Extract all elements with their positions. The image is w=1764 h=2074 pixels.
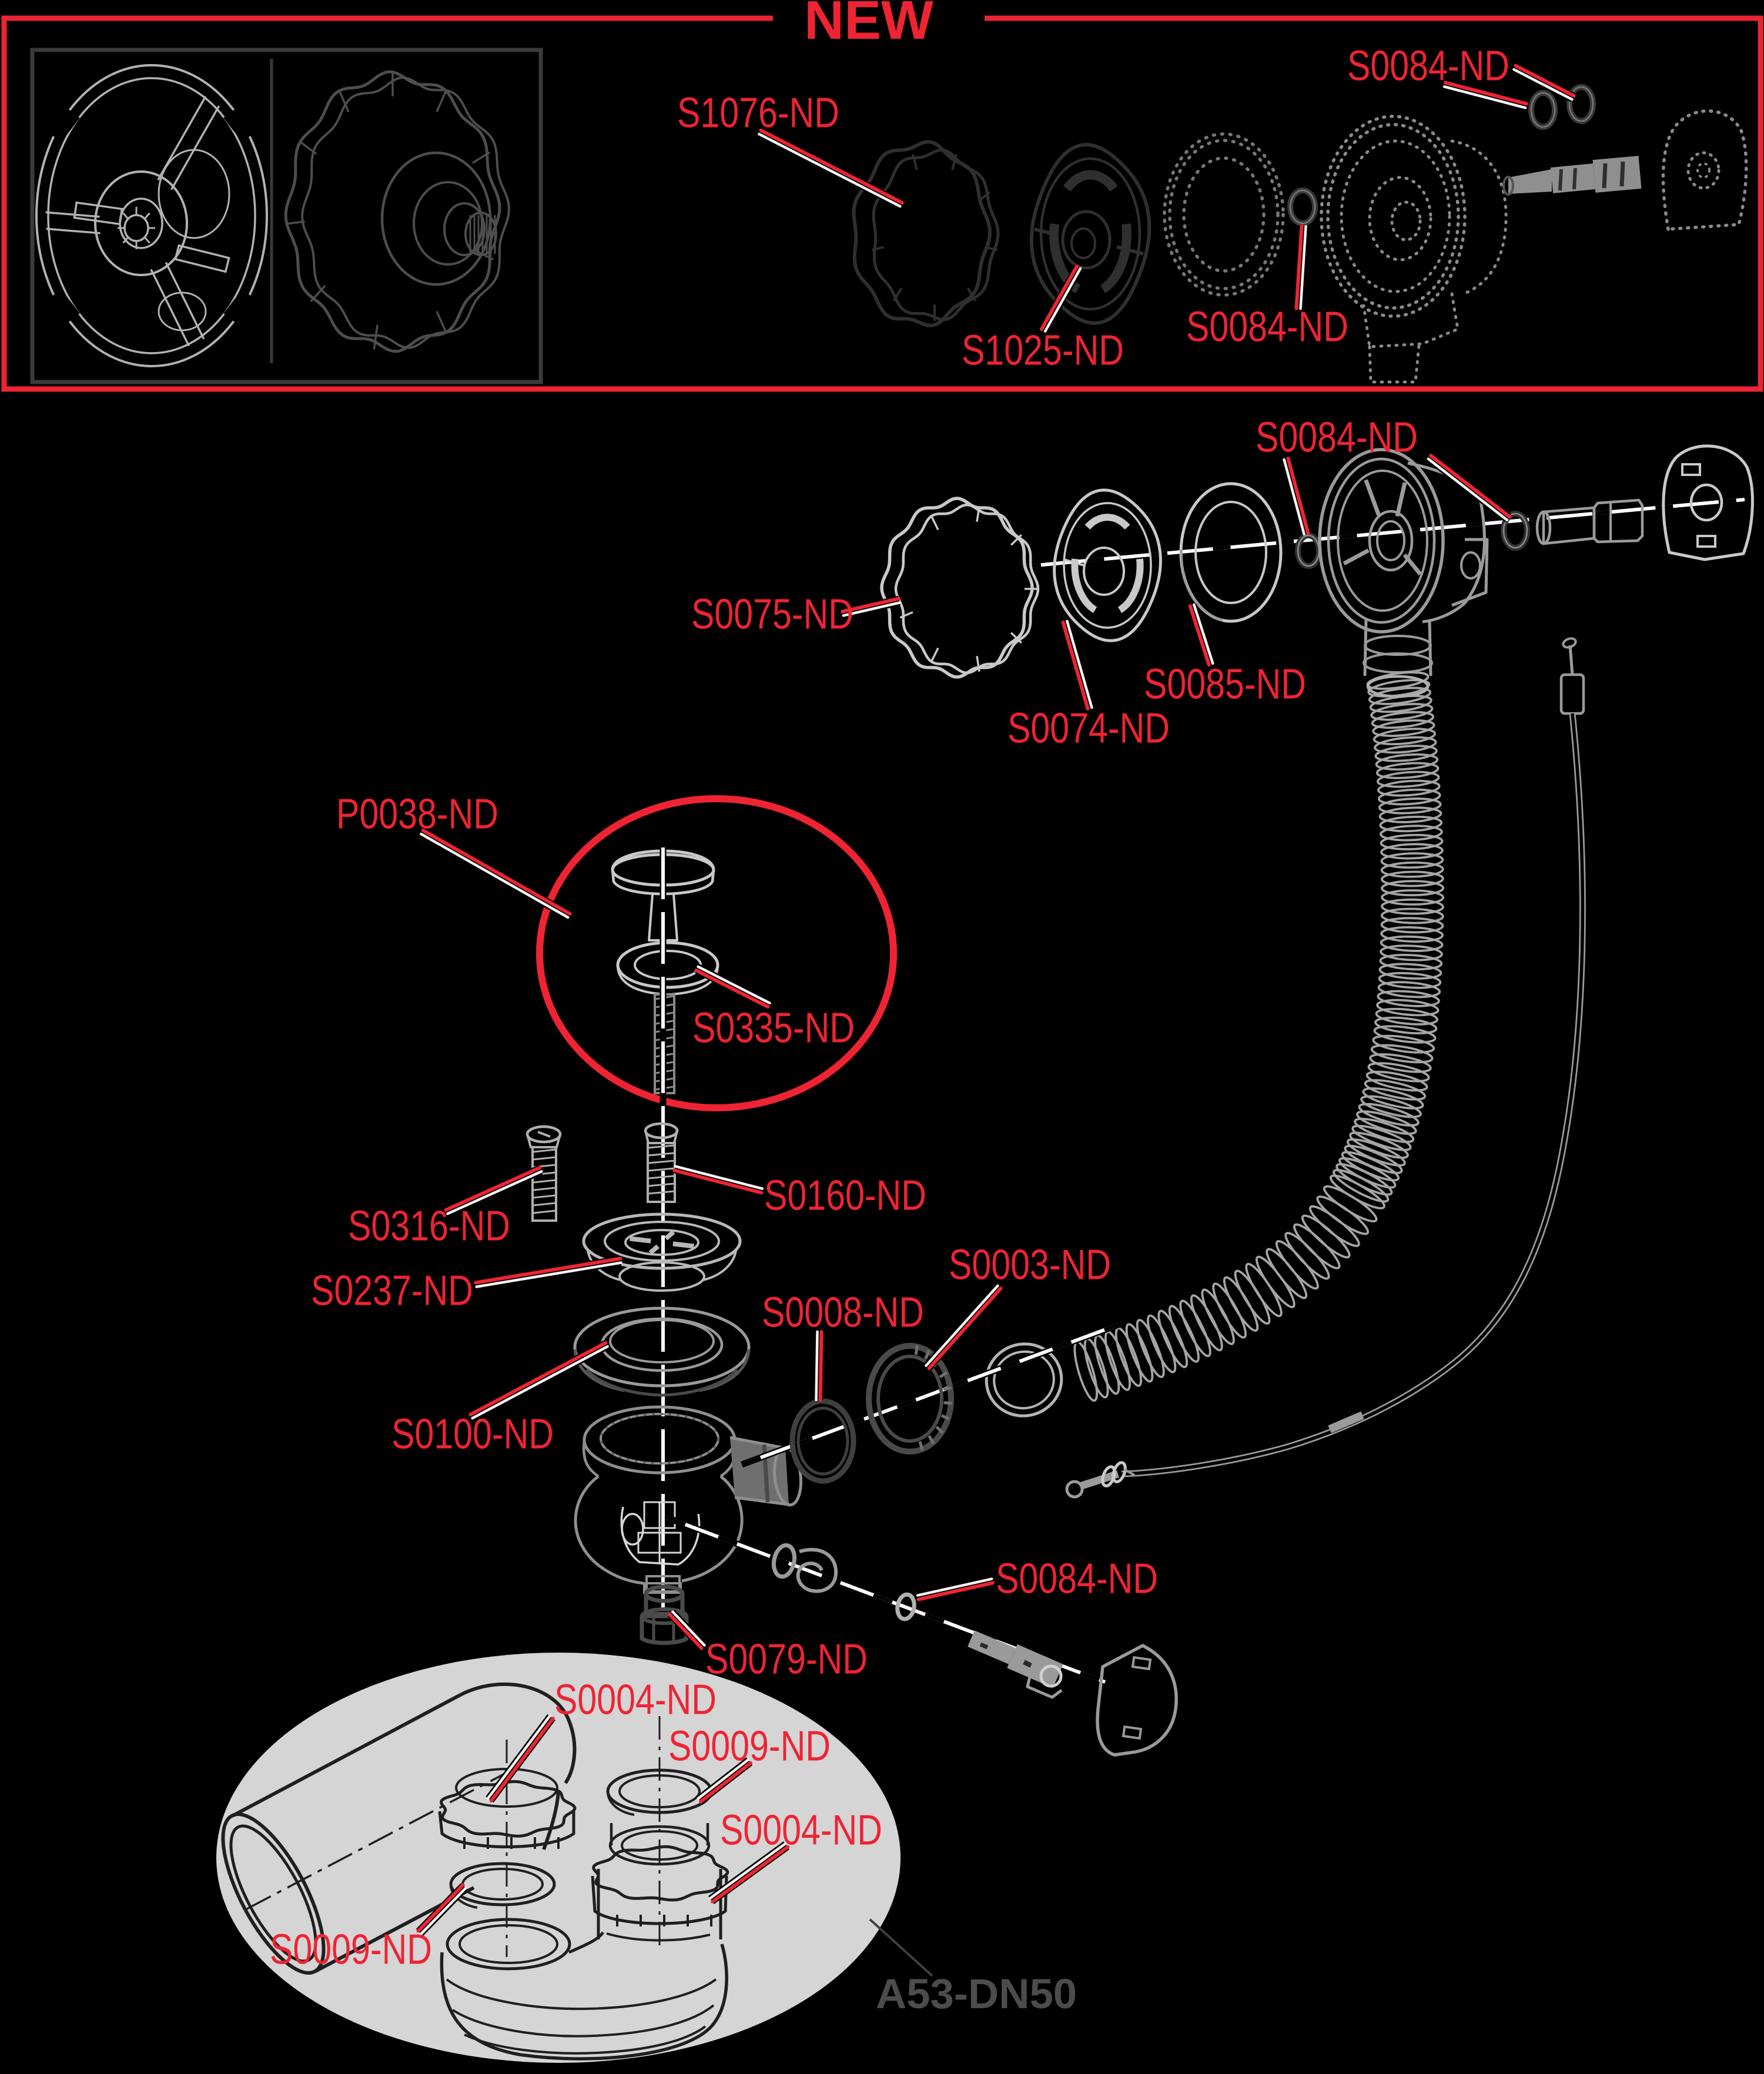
svg-text:S0009-ND: S0009-ND xyxy=(668,1723,831,1770)
svg-text:S0084-ND: S0084-ND xyxy=(1256,414,1418,461)
svg-text:NEW: NEW xyxy=(804,0,933,51)
svg-text:S0004-ND: S0004-ND xyxy=(720,1807,882,1854)
svg-text:S0079-ND: S0079-ND xyxy=(705,1636,868,1683)
svg-text:S0335-ND: S0335-ND xyxy=(692,1005,855,1052)
svg-text:P0038-ND: P0038-ND xyxy=(336,791,498,838)
svg-text:S0008-ND: S0008-ND xyxy=(762,1289,924,1336)
svg-text:S0085-ND: S0085-ND xyxy=(1144,661,1306,708)
svg-text:S0004-ND: S0004-ND xyxy=(554,1677,717,1724)
svg-text:S0100-ND: S0100-ND xyxy=(391,1411,554,1458)
svg-text:S0003-ND: S0003-ND xyxy=(949,1242,1111,1289)
svg-text:S0075-ND: S0075-ND xyxy=(691,591,853,638)
svg-text:S0084-ND: S0084-ND xyxy=(1347,43,1509,90)
svg-text:S0074-ND: S0074-ND xyxy=(1007,705,1170,752)
svg-text:S0084-ND: S0084-ND xyxy=(996,1556,1158,1603)
svg-text:S0316-ND: S0316-ND xyxy=(348,1203,510,1250)
svg-text:S0009-ND: S0009-ND xyxy=(270,1926,432,1974)
svg-text:S0084-ND: S0084-ND xyxy=(1186,304,1348,351)
svg-text:S0160-ND: S0160-ND xyxy=(764,1172,926,1219)
svg-text:A53-DN50: A53-DN50 xyxy=(876,1971,1077,2018)
svg-text:S0237-ND: S0237-ND xyxy=(311,1268,473,1315)
svg-text:S1025-ND: S1025-ND xyxy=(962,327,1124,374)
svg-text:S1076-ND: S1076-ND xyxy=(677,90,839,137)
